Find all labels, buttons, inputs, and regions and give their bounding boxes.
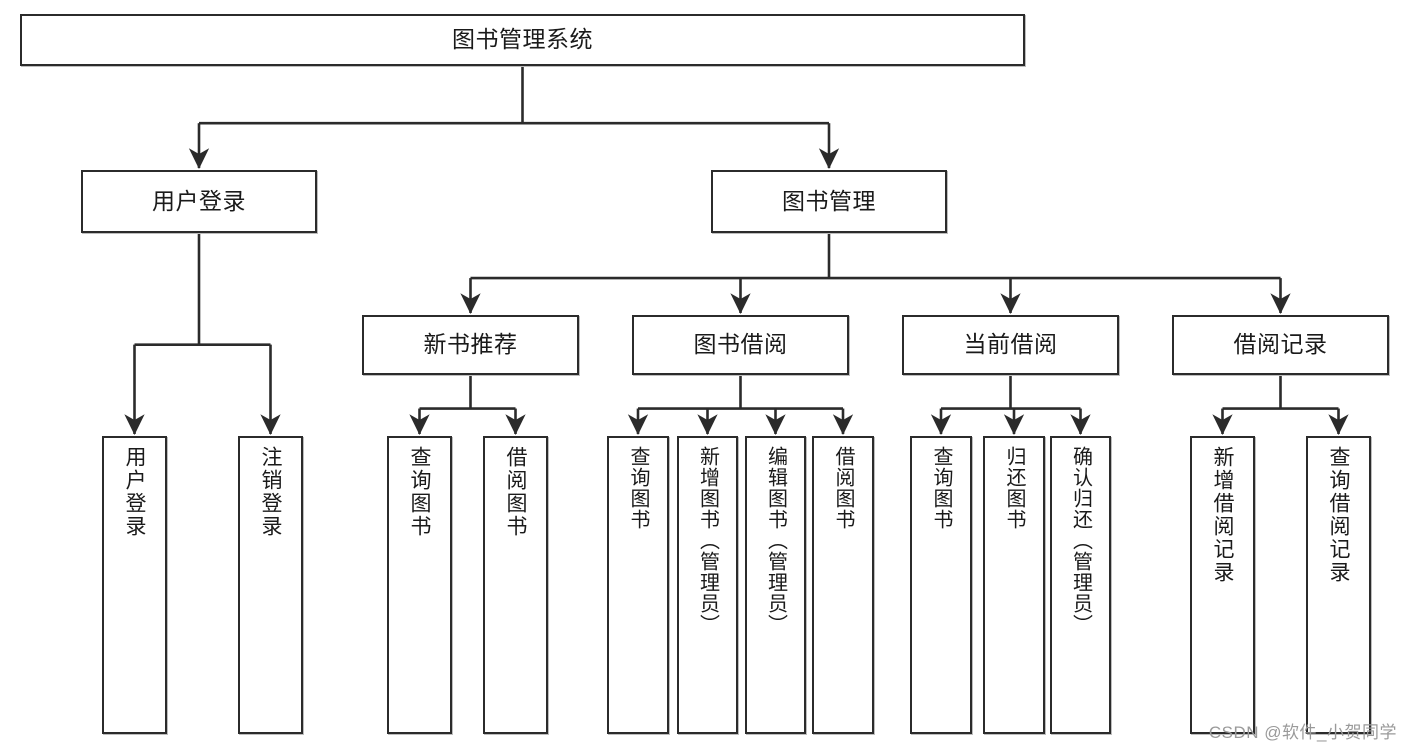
node-leaf-query-book-2-label: 查询图书 [627, 446, 649, 530]
node-leaf-add-borrow-record[interactable]: 新增借阅记录 [1190, 436, 1255, 734]
node-leaf-add-book-admin[interactable]: 新增图书（管理员） [677, 436, 738, 734]
node-leaf-borrow-book-2-label: 借阅图书 [832, 446, 854, 530]
node-user-login-label: 用户登录 [152, 187, 246, 214]
node-leaf-return-book-label: 归还图书 [1003, 446, 1025, 530]
node-leaf-query-book-3-label: 查询图书 [930, 446, 952, 530]
node-current-borrow[interactable]: 当前借阅 [902, 315, 1119, 375]
node-leaf-borrow-book-2[interactable]: 借阅图书 [812, 436, 874, 734]
node-leaf-borrow-book-1[interactable]: 借阅图书 [483, 436, 548, 734]
node-new-book-recommend[interactable]: 新书推荐 [362, 315, 579, 375]
node-leaf-query-book-3[interactable]: 查询图书 [910, 436, 972, 734]
node-leaf-confirm-return-admin-label: 确认归还（管理员） [1069, 446, 1092, 635]
node-leaf-query-borrow-record-label: 查询借阅记录 [1327, 446, 1350, 584]
node-current-borrow-label: 当前借阅 [963, 331, 1058, 358]
node-root[interactable]: 图书管理系统 [20, 14, 1025, 66]
node-user-login[interactable]: 用户登录 [81, 170, 317, 233]
node-leaf-edit-book-admin[interactable]: 编辑图书（管理员） [745, 436, 806, 734]
node-leaf-logout-login-label: 注销登录 [259, 446, 282, 538]
node-leaf-user-login-label: 用户登录 [123, 446, 146, 538]
node-leaf-return-book[interactable]: 归还图书 [983, 436, 1045, 734]
node-root-label: 图书管理系统 [452, 26, 593, 53]
node-borrow-record-label: 借阅记录 [1233, 331, 1328, 358]
node-leaf-query-book-1-label: 查询图书 [408, 446, 431, 538]
node-leaf-add-book-admin-label: 新增图书（管理员） [696, 446, 719, 635]
node-leaf-confirm-return-admin[interactable]: 确认归还（管理员） [1050, 436, 1111, 734]
node-book-borrow[interactable]: 图书借阅 [632, 315, 849, 375]
node-leaf-query-book-2[interactable]: 查询图书 [607, 436, 669, 734]
node-leaf-query-borrow-record[interactable]: 查询借阅记录 [1306, 436, 1371, 734]
node-leaf-borrow-book-1-label: 借阅图书 [504, 446, 527, 538]
node-leaf-edit-book-admin-label: 编辑图书（管理员） [764, 446, 787, 635]
node-new-book-recommend-label: 新书推荐 [423, 331, 518, 358]
node-borrow-record[interactable]: 借阅记录 [1172, 315, 1389, 375]
node-book-management-label: 图书管理 [782, 187, 876, 214]
node-book-management[interactable]: 图书管理 [711, 170, 947, 233]
node-leaf-add-borrow-record-label: 新增借阅记录 [1211, 446, 1234, 584]
watermark: CSDN @软件_小贺同学 [1208, 723, 1397, 742]
node-book-borrow-label: 图书借阅 [693, 331, 788, 358]
node-leaf-query-book-1[interactable]: 查询图书 [387, 436, 452, 734]
node-leaf-user-login[interactable]: 用户登录 [102, 436, 167, 734]
node-leaf-logout-login[interactable]: 注销登录 [238, 436, 303, 734]
